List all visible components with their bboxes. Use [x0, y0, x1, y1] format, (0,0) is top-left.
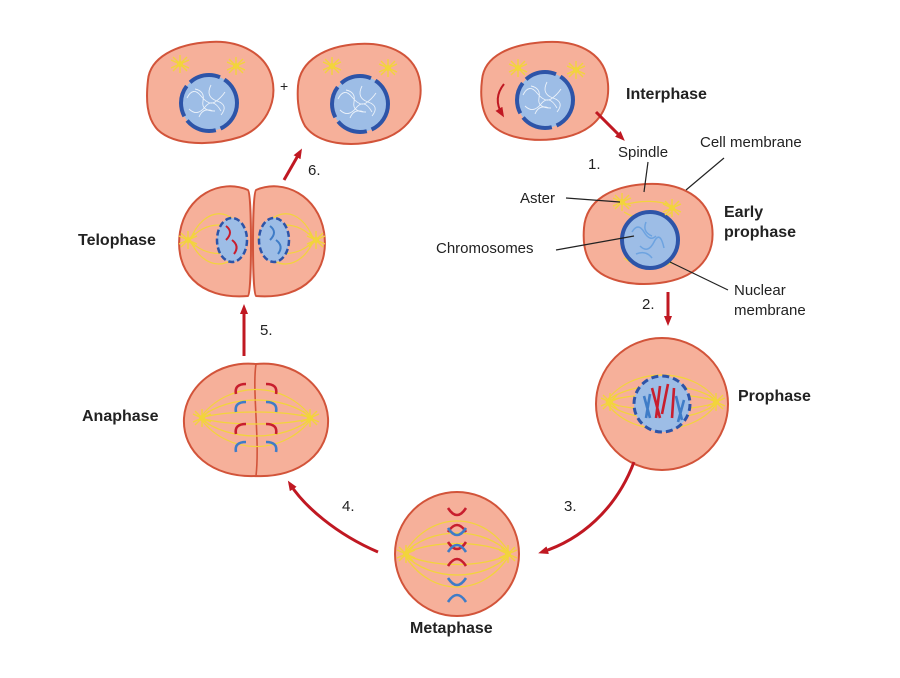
label-early-prophase-line1: Early [724, 204, 764, 221]
arrow-step-6 [282, 148, 302, 181]
annotation-aster: Aster [520, 190, 556, 207]
label-interphase: Interphase [626, 86, 707, 103]
annotation-cell-membrane: Cell membrane [700, 134, 802, 151]
anaphase-cell [182, 362, 330, 478]
spindle-line [643, 161, 649, 193]
cell-membrane-line [685, 157, 725, 191]
prophase-cell [595, 337, 729, 471]
annotation-nuclear-membrane-line1: Nuclear [734, 282, 786, 299]
step-number-1: 1. [588, 156, 601, 173]
daughter-cell-right [296, 42, 422, 145]
label-early-prophase-line2: prophase [724, 224, 797, 241]
daughter-cell-left [146, 40, 275, 145]
step-number-3: 3. [564, 498, 577, 515]
annotation-nuclear-membrane-line2: membrane [734, 302, 806, 319]
early-prophase-cell [582, 182, 714, 285]
interphase-cell [480, 40, 610, 141]
arrow-step-1 [594, 110, 625, 141]
step-number-2: 2. [642, 296, 655, 313]
aster-line [565, 197, 621, 203]
metaphase-cell [394, 491, 520, 617]
label-metaphase: Metaphase [410, 620, 493, 637]
step-number-6: 6. [308, 162, 321, 179]
chromosomes-line [555, 235, 635, 251]
arrow-step-4 [287, 480, 379, 554]
annotation-spindle: Spindle [618, 144, 669, 161]
telophase-cell [178, 185, 326, 298]
label-anaphase: Anaphase [82, 408, 159, 425]
plus-sign: + [280, 78, 289, 94]
arrow-step-3 [538, 461, 636, 555]
step-number-4: 4. [342, 498, 355, 515]
nuclear-membrane-line [669, 261, 729, 291]
annotation-lines [555, 157, 729, 291]
label-prophase: Prophase [738, 388, 811, 405]
annotation-chromosomes: Chromosomes [436, 240, 534, 257]
cycle-arrows [240, 110, 672, 555]
step-number-5: 5. [260, 322, 273, 339]
label-telophase: Telophase [78, 232, 156, 249]
